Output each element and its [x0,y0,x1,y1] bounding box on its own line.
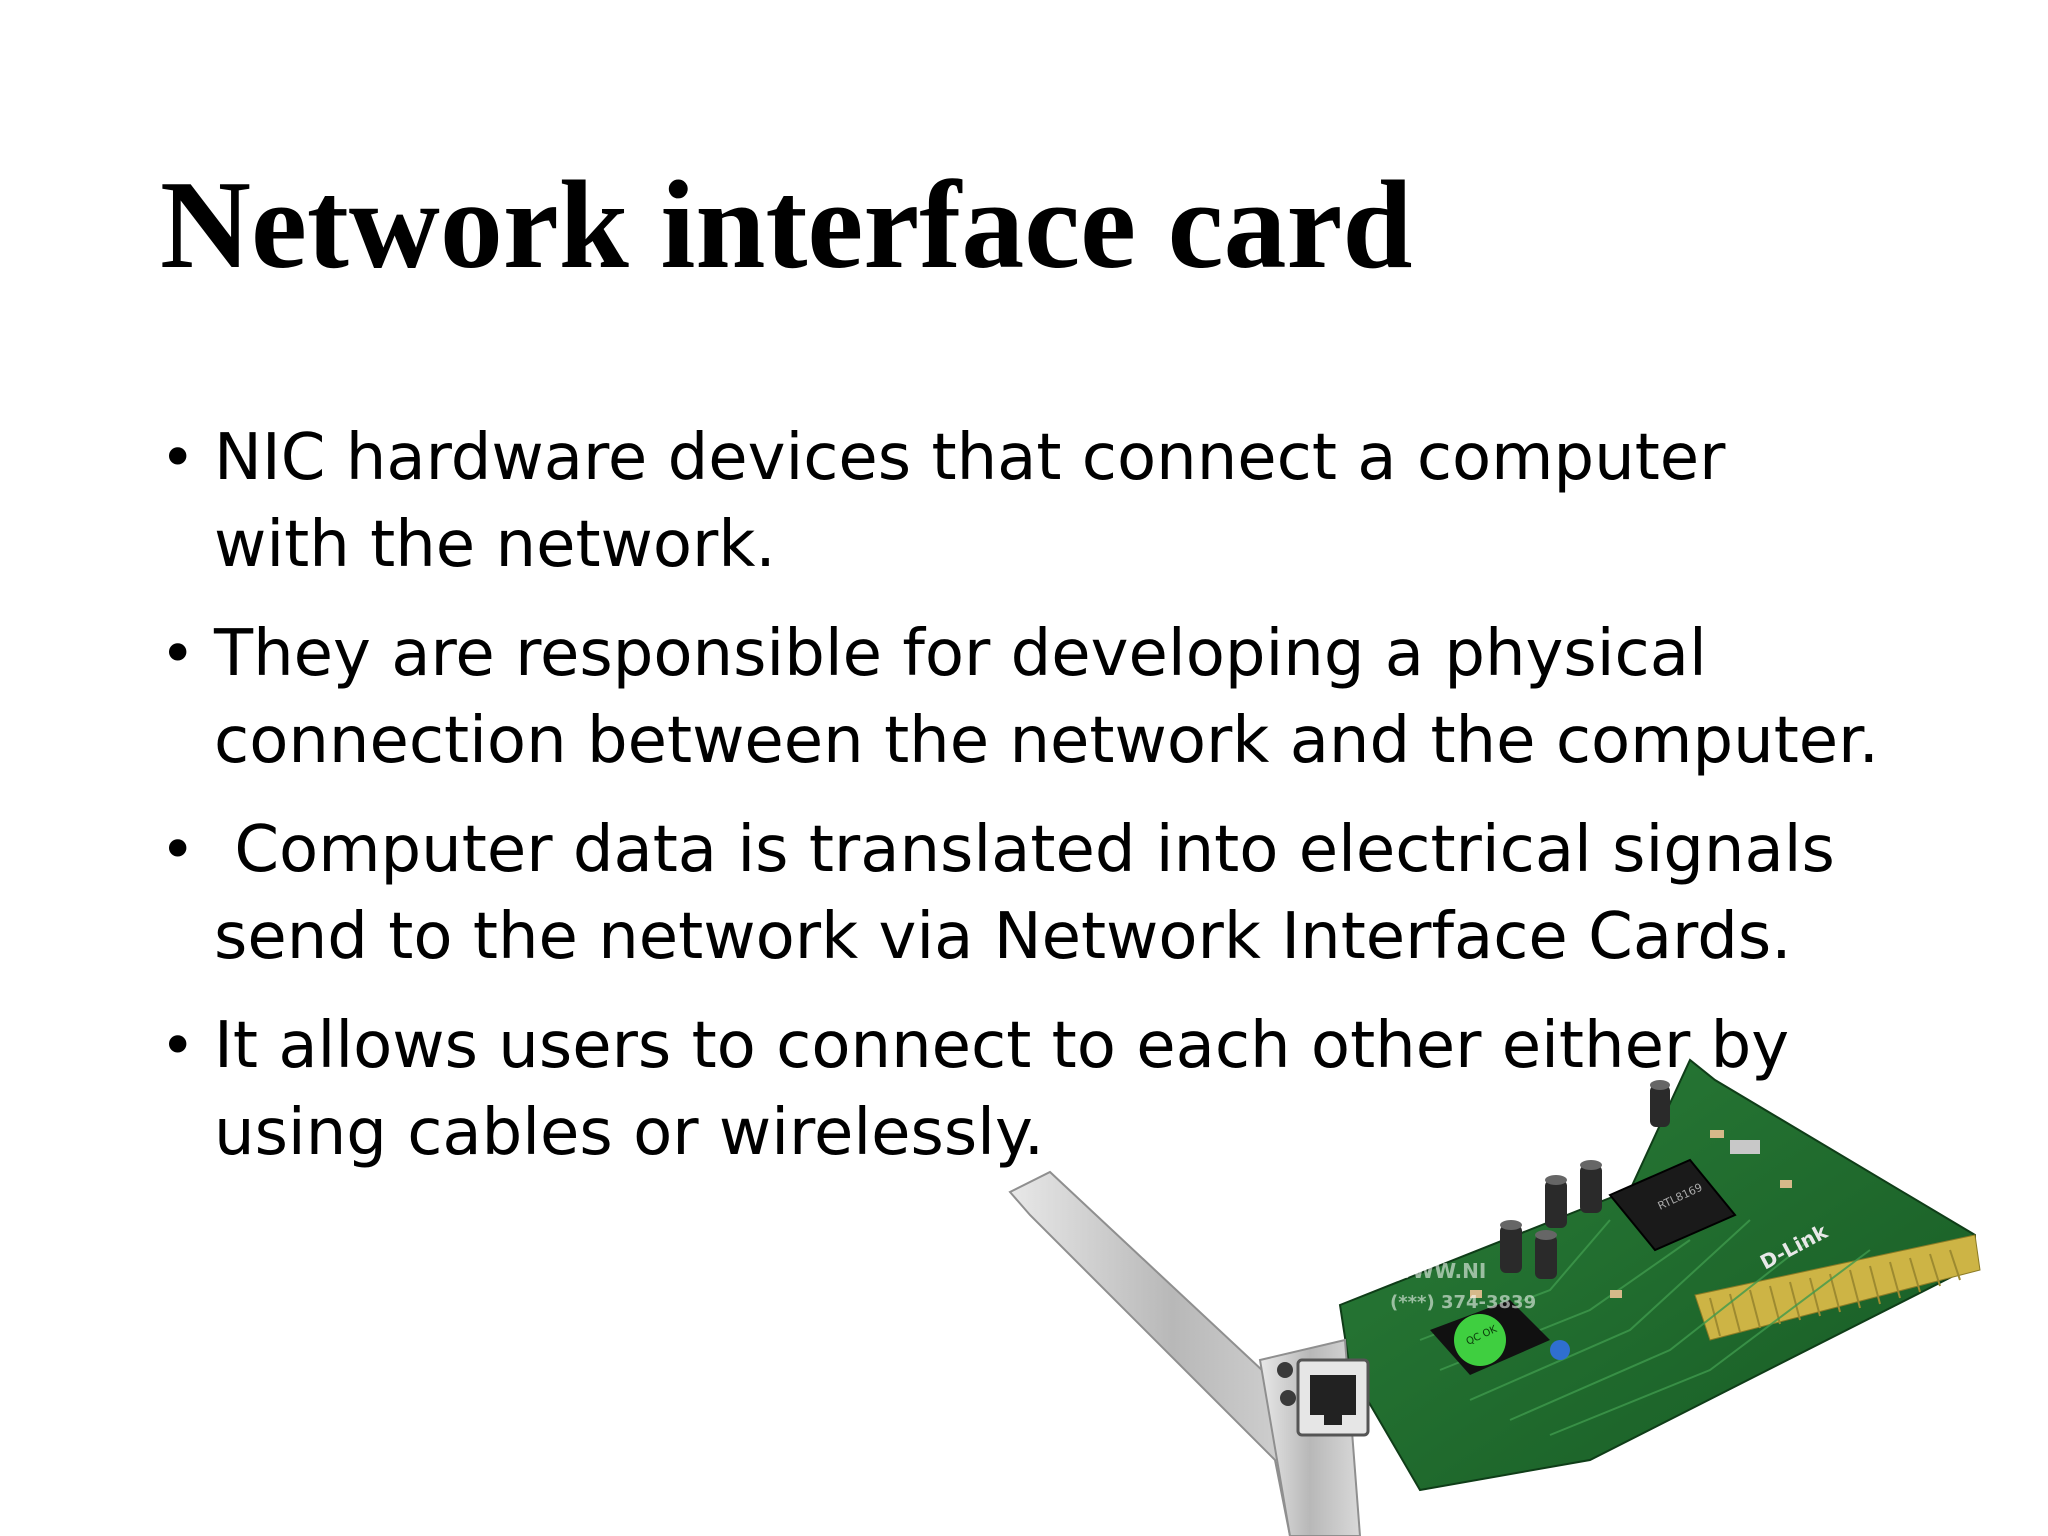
slide-title: Network interface card [160,156,1413,295]
bullet-text: It allows users to connect to each other… [214,1009,1810,1170]
network-interface-card-image: RTL8169 D-Link [1008,1058,1981,1536]
watermark: WWW.NI (***) 374-3839 [1390,1259,1536,1313]
bullet-text: Computer data is translated into electri… [214,813,1856,974]
bullet-marker: • [160,1011,196,1081]
bullet-item: • It allows users to connect to each oth… [160,1003,1880,1177]
controller-chip: RTL8169 [1608,1158,1737,1252]
bullet-text: NIC hardware devices that connect a comp… [214,421,1746,582]
metal-bracket [1008,1170,1370,1536]
bullet-item: • Computer data is translated into elect… [160,807,1880,981]
bullet-item: • They are responsible for developing a … [160,611,1880,785]
bullet-list: • NIC hardware devices that connect a co… [160,415,1880,1199]
watermark-line-2: (***) 374-3839 [1390,1292,1536,1313]
capacitors [1500,1080,1670,1279]
bullet-item: • NIC hardware devices that connect a co… [160,415,1880,589]
watermark-line-1: WWW.NI [1390,1259,1486,1283]
small-components [1470,1130,1792,1360]
bullet-text: They are responsible for developing a ph… [214,617,1879,778]
bullet-marker: • [160,619,196,689]
transformer: QC OK [1430,1300,1550,1375]
bullet-marker: • [160,815,196,885]
bullet-marker: • [160,423,196,493]
